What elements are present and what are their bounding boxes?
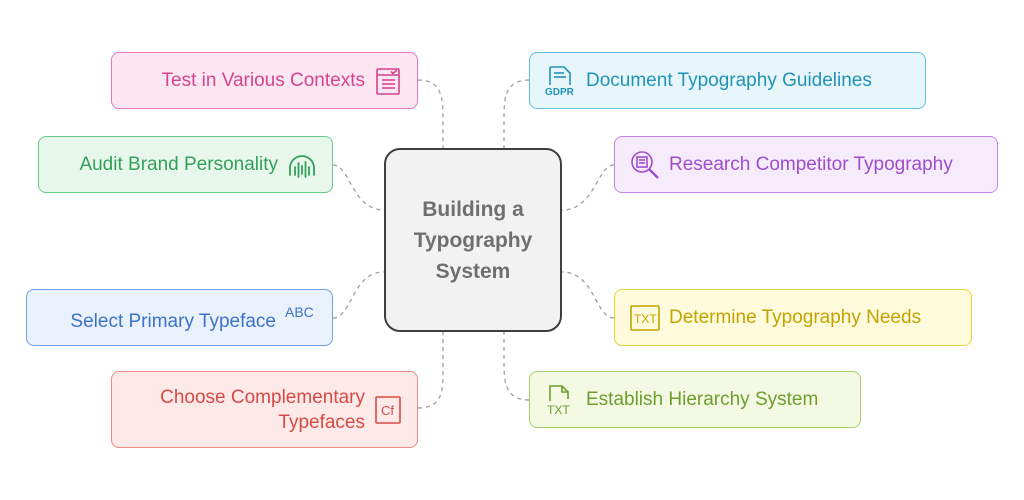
node-label: Choose Complementary Typefaces <box>160 386 365 433</box>
node-establish-hierarchy-system[interactable]: TXT Establish Hierarchy System <box>529 371 861 428</box>
svg-text:Cf: Cf <box>381 403 394 418</box>
checklist-icon <box>373 66 403 96</box>
node-label: Research Competitor Typography <box>669 154 953 175</box>
connector-determine-needs <box>561 271 615 319</box>
node-determine-typography-needs[interactable]: TXT Determine Typography Needs <box>614 289 972 346</box>
node-label: Document Typography Guidelines <box>586 70 872 91</box>
node-choose-complementary-typefaces[interactable]: Choose Complementary Typefaces Cf <box>111 371 418 448</box>
node-label: Audit Brand Personality <box>79 154 278 175</box>
gdpr-document-icon: GDPR <box>544 65 578 97</box>
svg-text:ABC: ABC <box>285 304 314 320</box>
font-cf-icon: Cf <box>373 394 403 426</box>
txt-box-icon: TXT <box>629 304 661 332</box>
connector-document-guidelines <box>503 79 530 148</box>
node-select-primary-typeface[interactable]: Select Primary Typeface ABC <box>26 289 333 346</box>
svg-text:TXT: TXT <box>634 312 657 326</box>
central-topic[interactable]: Building a Typography System <box>384 148 562 332</box>
search-document-icon <box>629 149 661 181</box>
audio-wave-icon <box>286 150 318 180</box>
connector-research-competitor <box>561 164 615 211</box>
connector-select-typeface <box>332 271 385 319</box>
svg-text:TXT: TXT <box>547 403 570 417</box>
connector-audit-brand <box>332 164 385 211</box>
node-label: Establish Hierarchy System <box>586 389 819 410</box>
node-label: Determine Typography Needs <box>669 307 922 328</box>
txt-file-icon: TXT <box>544 383 578 417</box>
connector-choose-complementary <box>417 332 444 409</box>
abc-icon: ABC <box>284 302 318 322</box>
connector-establish-hierarchy <box>503 332 530 401</box>
node-label: Select Primary Typeface <box>70 311 276 332</box>
central-topic-title: Building a Typography System <box>413 197 533 283</box>
node-test-various-contexts[interactable]: Test in Various Contexts <box>111 52 418 109</box>
node-audit-brand-personality[interactable]: Audit Brand Personality <box>38 136 333 193</box>
connector-test-contexts <box>417 79 444 148</box>
node-research-competitor-typography[interactable]: Research Competitor Typography <box>614 136 998 193</box>
svg-text:GDPR: GDPR <box>545 87 575 97</box>
node-document-typography-guidelines[interactable]: GDPR Document Typography Guidelines <box>529 52 926 109</box>
node-label: Test in Various Contexts <box>161 70 365 91</box>
